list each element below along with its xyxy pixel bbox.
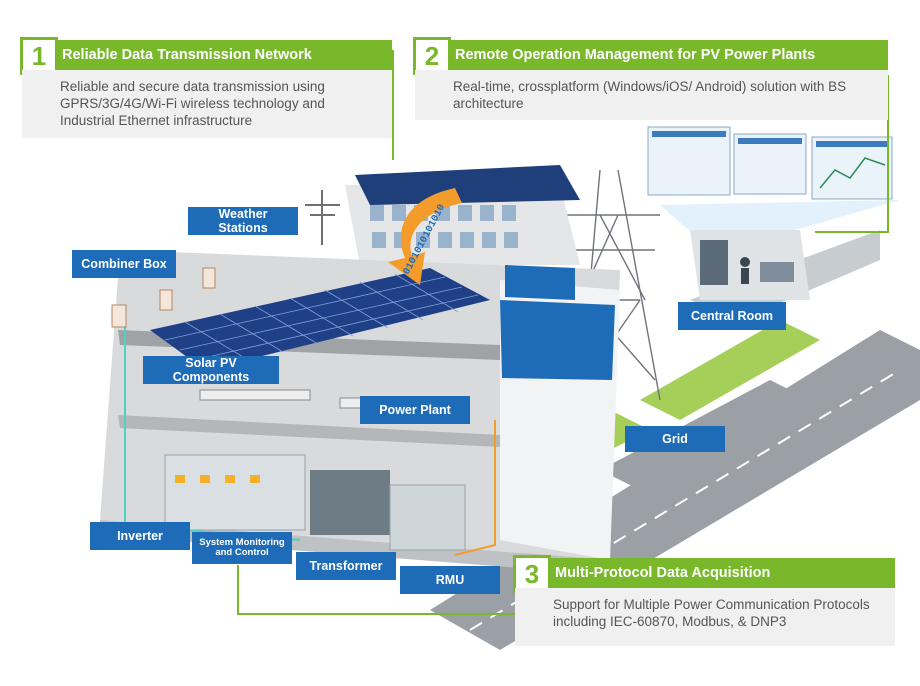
label-inverter: Inverter <box>90 522 190 550</box>
callout-2-number-badge: 2 <box>413 37 451 75</box>
label-transformer: Transformer <box>296 552 396 580</box>
callout-1-header: Reliable Data Transmission Network <box>22 40 392 70</box>
label-rmu: RMU <box>400 566 500 594</box>
callout-1-body: Reliable and secure data transmission us… <box>22 70 392 138</box>
label-power-plant: Power Plant <box>360 396 470 424</box>
callout-2-header: Remote Operation Management for PV Power… <box>415 40 888 70</box>
label-system-monitoring-control: System Monitoring and Control <box>192 532 292 564</box>
label-central-room: Central Room <box>678 302 786 330</box>
label-solar-pv-components: Solar PV Components <box>143 356 279 384</box>
callout-1-number-badge: 1 <box>20 37 58 75</box>
label-grid: Grid <box>625 426 725 452</box>
office-building <box>345 165 580 265</box>
monitoring-screens <box>647 126 893 200</box>
callout-2-body: Real-time, crossplatform (Windows/iOS/ A… <box>415 70 888 120</box>
callout-3-body: Support for Multiple Power Communication… <box>515 588 895 646</box>
weather-station-mast <box>305 190 340 245</box>
callout-3-header: Multi-Protocol Data Acquisition <box>515 558 895 588</box>
central-room-building <box>690 230 810 300</box>
label-combiner-box: Combiner Box <box>72 250 176 278</box>
label-weather-stations: Weather Stations <box>188 207 298 235</box>
combiner-box-units <box>111 267 216 328</box>
